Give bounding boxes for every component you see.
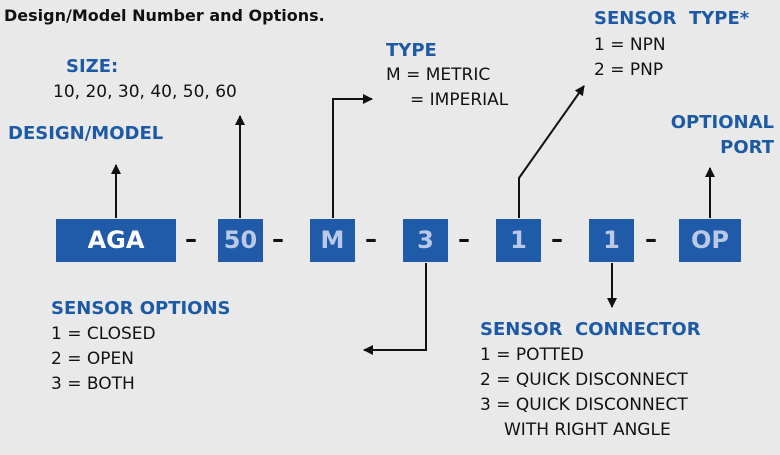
code-separator: –: [645, 225, 657, 253]
type-options: M = METRIC = IMPERIAL: [386, 63, 508, 113]
code-segment-sensor-options: 3: [403, 219, 448, 262]
intro-text: Design/Model Number and Options.: [4, 6, 325, 25]
sensor-option-open: 2 = OPEN: [51, 349, 134, 369]
sensor-type-options: 1 = NPN 2 = PNP: [594, 33, 666, 83]
code-segment-design: AGA: [56, 219, 176, 262]
code-separator: –: [365, 225, 377, 253]
sensor-connector-heading: SENSOR CONNECTOR: [480, 319, 701, 340]
sensor-option-both: 3 = BOTH: [51, 374, 135, 394]
sensor-type-option-pnp: 2 = PNP: [594, 60, 664, 80]
type-option-imperial: = IMPERIAL: [410, 90, 509, 110]
sensor-option-closed: 1 = CLOSED: [51, 324, 156, 344]
code-segment-type: M: [310, 219, 355, 262]
code-segment-sensor-type: 1: [496, 219, 541, 262]
code-segment-sensor-connector: 1: [589, 219, 634, 262]
sensor-connector-quick-disconnect-right-angle: 3 = QUICK DISCONNECT: [480, 395, 688, 415]
design-model-heading: DESIGN/MODEL: [8, 123, 164, 144]
size-heading: SIZE:: [66, 56, 119, 77]
code-separator: –: [551, 225, 563, 253]
code-separator: –: [185, 225, 197, 253]
code-segment-size: 50: [218, 219, 263, 262]
sensor-type-heading: SENSOR TYPE*: [594, 8, 750, 29]
code-segment-optional-port: OP: [679, 219, 741, 262]
sensor-options-heading: SENSOR OPTIONS: [51, 298, 231, 319]
sensor-connector-quick-disconnect: 2 = QUICK DISCONNECT: [480, 370, 688, 390]
optional-port-heading: OPTIONAL PORT: [670, 112, 774, 158]
sensor-options-list: 1 = CLOSED 2 = OPEN 3 = BOTH: [51, 322, 156, 397]
arrow-sensor-type: [518, 85, 585, 218]
sensor-connector-right-angle: WITH RIGHT ANGLE: [504, 420, 671, 440]
arrow-sensor-options: [363, 263, 427, 355]
code-separator: –: [272, 225, 284, 253]
sensor-type-option-npn: 1 = NPN: [594, 35, 666, 55]
sensor-connector-list: 1 = POTTED 2 = QUICK DISCONNECT 3 = QUIC…: [480, 343, 688, 443]
type-option-metric: M = METRIC: [386, 65, 491, 85]
type-heading: TYPE: [386, 40, 437, 61]
size-values: 10, 20, 30, 40, 50, 60: [53, 82, 237, 102]
arrow-type: [332, 94, 373, 218]
sensor-connector-potted: 1 = POTTED: [480, 345, 584, 365]
code-separator: –: [458, 225, 470, 253]
